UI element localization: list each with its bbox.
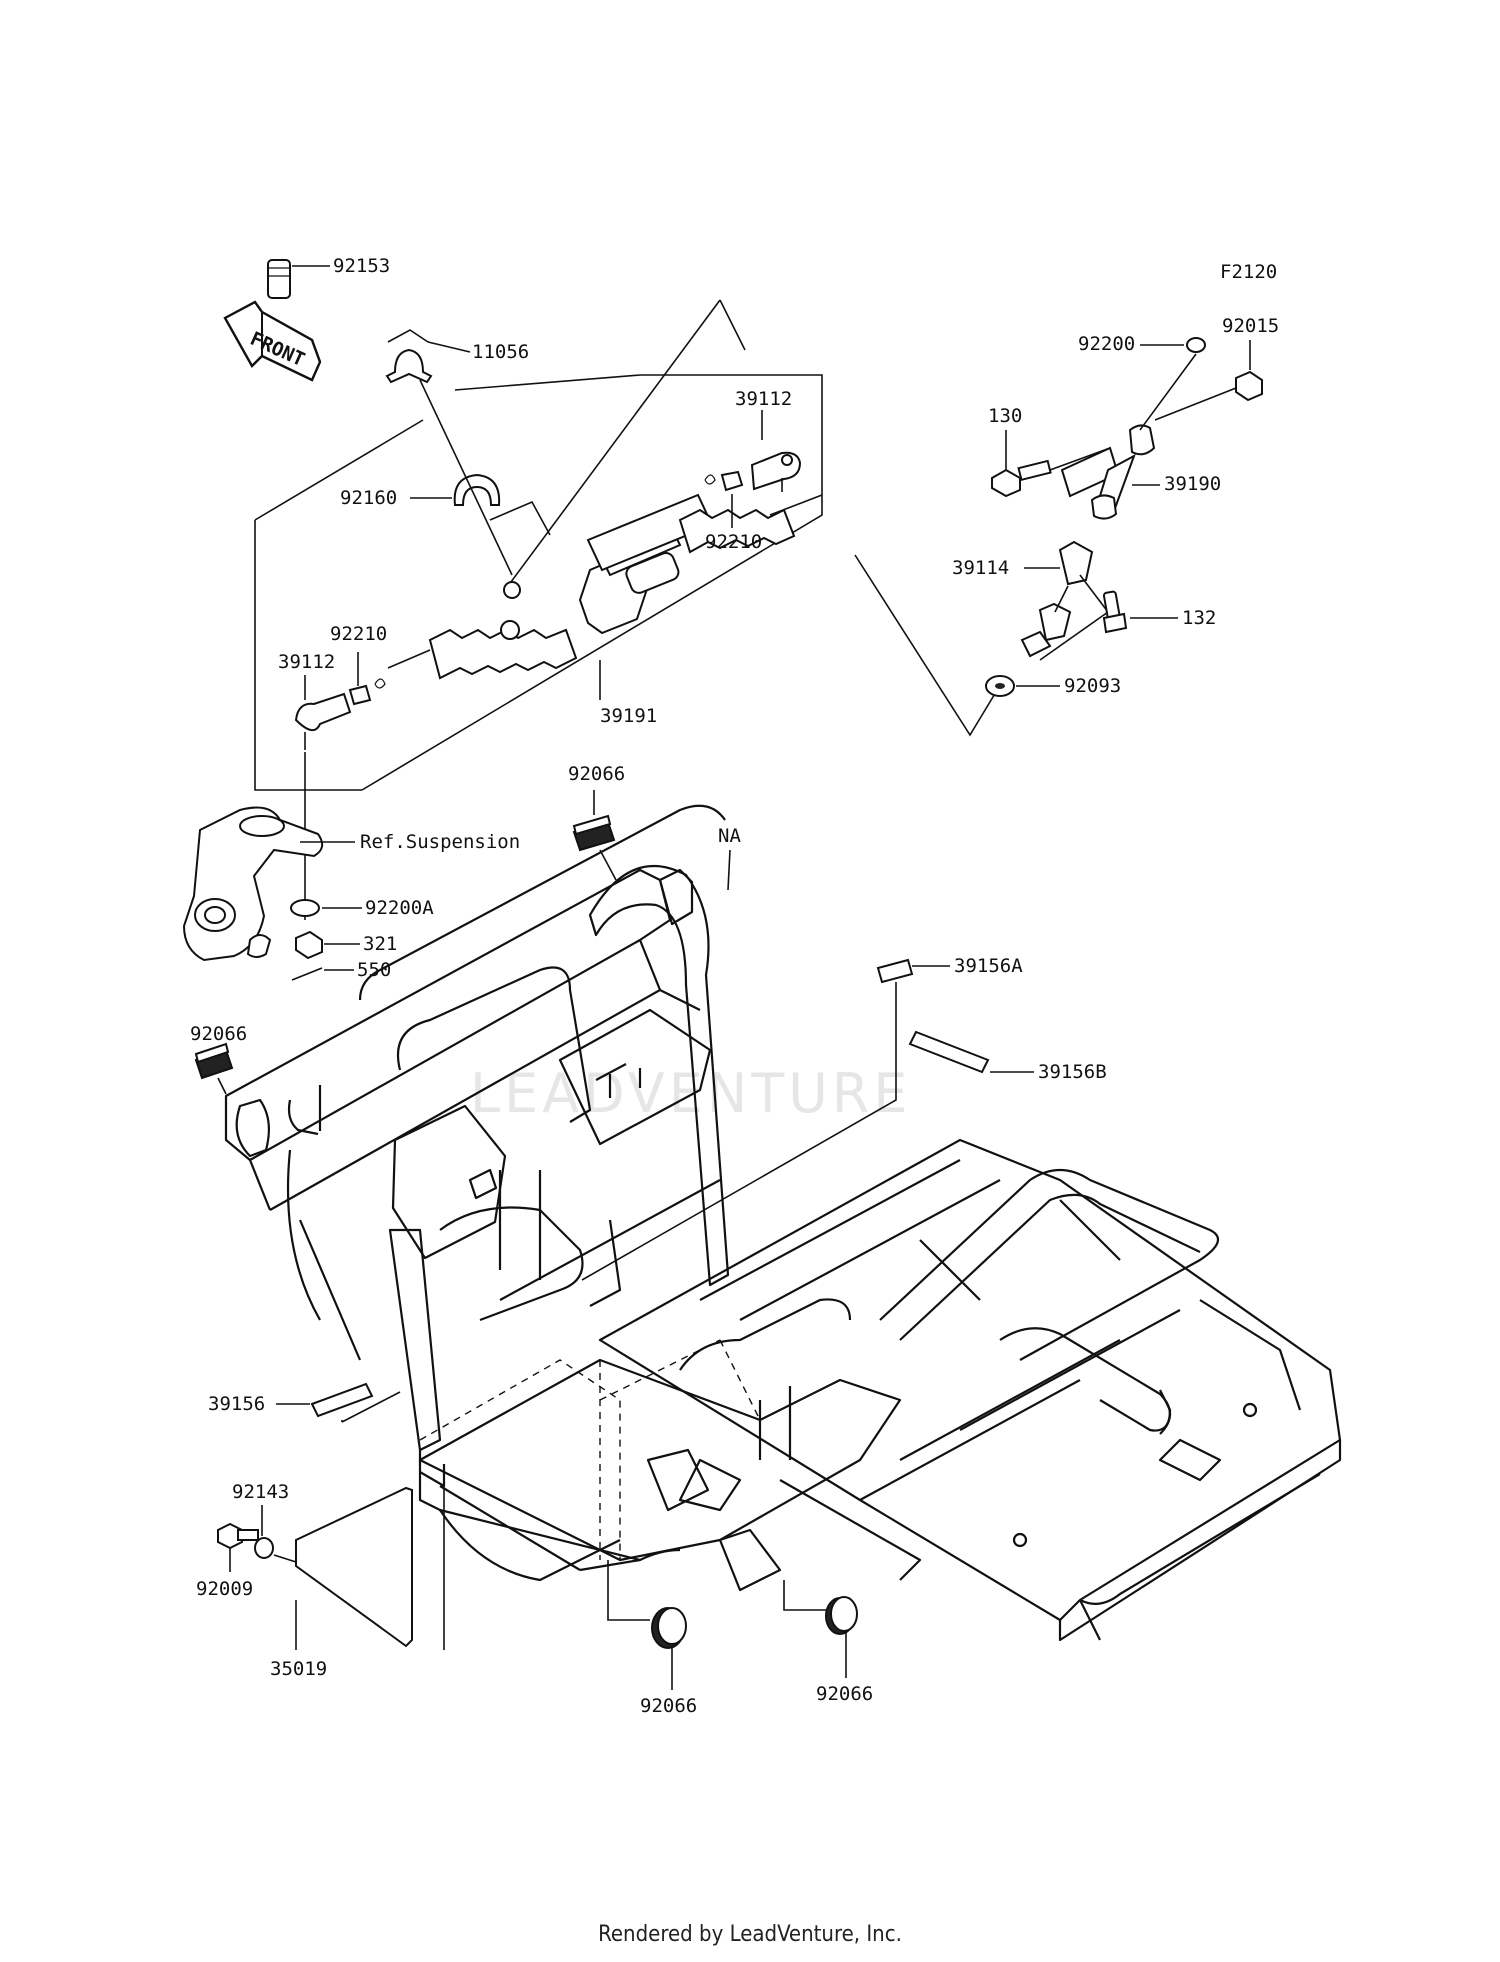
- label-39112-left: 39112: [278, 651, 335, 673]
- label-92066-bottom-left: 92066: [640, 1695, 697, 1717]
- label-92143: 92143: [232, 1481, 289, 1503]
- steering-rack-icon: [387, 493, 823, 680]
- part-130-bolt-icon: [991, 459, 1052, 498]
- part-39114-joint-icon: [1020, 540, 1094, 658]
- part-92066-top-icon: [572, 814, 616, 852]
- label-92066-left: 92066: [190, 1023, 247, 1045]
- label-39156A: 39156A: [954, 955, 1023, 977]
- part-35019-guard-icon: [295, 1486, 413, 1648]
- label-92153: 92153: [333, 255, 390, 277]
- figure-code: F2120: [1220, 261, 1277, 283]
- part-92200A-icon: [290, 899, 320, 917]
- label-132: 132: [1182, 607, 1216, 629]
- main-frame-icon: [224, 804, 1342, 1642]
- label-92093: 92093: [1064, 675, 1121, 697]
- label-550: 550: [357, 959, 391, 981]
- part-92066-left-icon: [194, 1042, 234, 1080]
- part-92066-bottom-left-icon: [651, 1607, 687, 1649]
- part-11056-icon: [385, 348, 433, 384]
- part-92009-bolt-icon: [217, 1522, 259, 1550]
- label-92015: 92015: [1222, 315, 1279, 337]
- label-130: 130: [988, 405, 1022, 427]
- part-92200-icon: [1186, 337, 1206, 353]
- label-39190: 39190: [1164, 473, 1221, 495]
- part-39190-column-icon: [1060, 424, 1156, 520]
- part-92153-icon: [267, 259, 291, 299]
- part-39156A-icon: [876, 958, 914, 984]
- label-39156B: 39156B: [1038, 1061, 1107, 1083]
- label-na: NA: [718, 825, 741, 847]
- steering-assembly-outline: [254, 299, 823, 791]
- front-arrow-icon: FRONT: [223, 300, 322, 382]
- label-92009: 92009: [196, 1578, 253, 1600]
- steering-knuckle-icon: [182, 806, 324, 962]
- label-92210-right: 92210: [705, 531, 762, 553]
- label-92160: 92160: [340, 487, 397, 509]
- part-39156B-icon: [908, 1030, 990, 1074]
- footer-credit: Rendered by LeadVenture, Inc.: [598, 1922, 902, 1947]
- part-550-pin-icon: [291, 967, 323, 981]
- label-92200: 92200: [1078, 333, 1135, 355]
- label-39191: 39191: [600, 705, 657, 727]
- label-39114: 39114: [952, 557, 1009, 579]
- part-39112-left-icon: [294, 692, 352, 750]
- label-92200A: 92200A: [365, 897, 434, 919]
- part-39156-icon: [310, 1382, 374, 1418]
- watermark-text: LEADVENTURE: [470, 1062, 911, 1125]
- part-92143-washer-icon: [254, 1537, 274, 1559]
- label-92210-left: 92210: [330, 623, 387, 645]
- label-39112-top: 39112: [735, 388, 792, 410]
- label-321: 321: [363, 933, 397, 955]
- label-92066-bottom-right: 92066: [816, 1683, 873, 1705]
- label-92066-top: 92066: [568, 763, 625, 785]
- part-321-nut-icon: [295, 930, 323, 960]
- label-39156: 39156: [208, 1393, 265, 1415]
- part-92210-left-icon: [348, 678, 386, 706]
- label-ref-suspension: Ref.Suspension: [360, 831, 520, 853]
- part-132-bolt-icon: [1102, 590, 1128, 634]
- part-92066-bottom-right-icon: [825, 1596, 858, 1635]
- label-11056: 11056: [472, 341, 529, 363]
- part-92015-icon: [1235, 370, 1263, 402]
- part-92210-right-icon: [704, 470, 744, 492]
- part-39112-right-icon: [750, 451, 802, 492]
- label-35019: 35019: [270, 1658, 327, 1680]
